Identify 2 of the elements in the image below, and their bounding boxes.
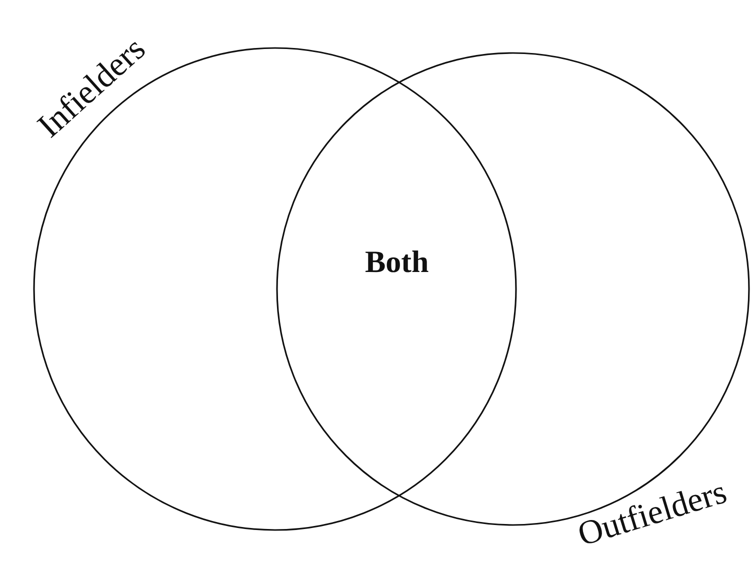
set-label: Outfielders <box>573 473 731 555</box>
overlap-label: Both <box>365 244 429 280</box>
